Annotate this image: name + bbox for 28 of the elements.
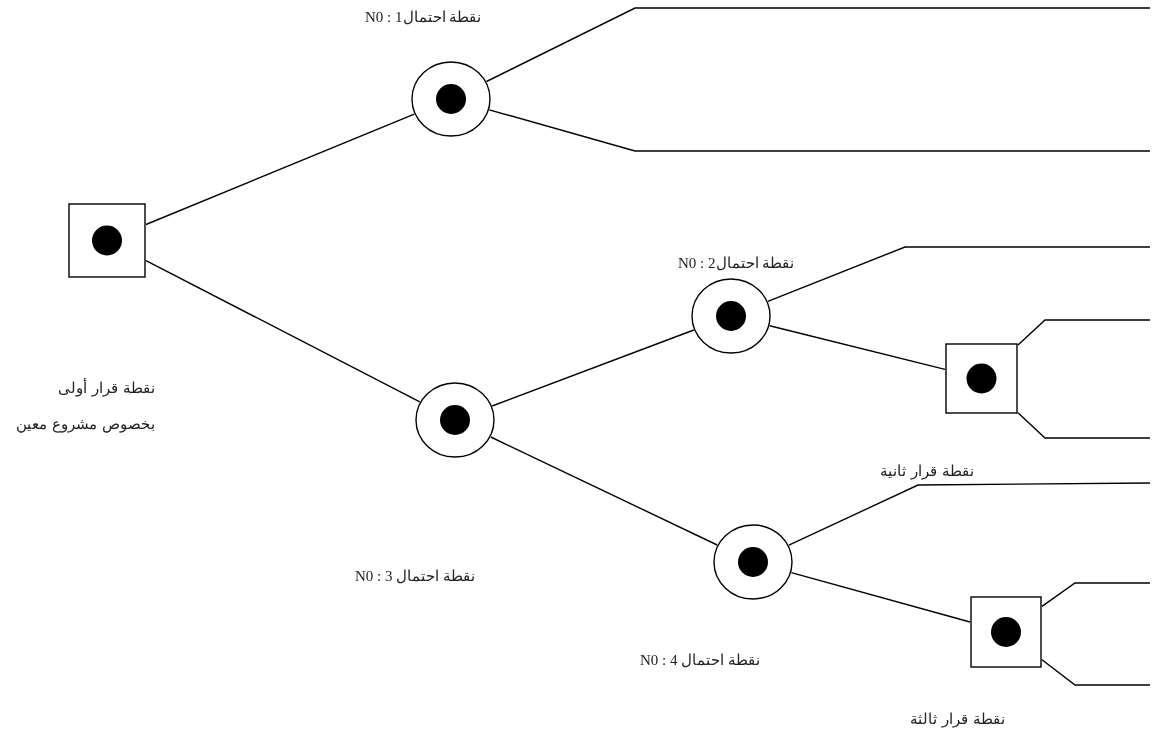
chance-node-label: N0 : 2نقطة احتمال <box>678 254 795 272</box>
branch-line <box>767 246 1151 303</box>
branch-line <box>485 7 1151 83</box>
node-label: نقطة قرار ثانية <box>880 462 974 480</box>
chance-node <box>411 61 491 137</box>
node-label: نقطة قرار أولى بخصوص مشروع معين <box>15 377 155 435</box>
node-label: N0 : 3 نقطة احتمال <box>355 567 475 585</box>
chance-node <box>691 278 771 354</box>
decision-node-label: نقطة قرار ثالثة <box>910 710 1005 728</box>
branch-line <box>788 482 1151 546</box>
branch-line <box>1041 659 1151 686</box>
branch-line <box>1017 319 1151 346</box>
chance-node-label: N0 : 4 نقطة احتمال <box>640 651 760 669</box>
chance-node-label: N0 : 1نقطة احتمال <box>365 8 482 26</box>
branch-line <box>145 113 415 226</box>
branch-line <box>490 436 718 546</box>
decision-node <box>68 203 146 278</box>
chance-node <box>415 382 495 458</box>
branch-line <box>790 571 971 623</box>
branch-line <box>769 325 946 371</box>
decision-node <box>970 596 1042 668</box>
branch-line <box>491 329 695 407</box>
branch-line <box>1041 582 1151 608</box>
decision-node <box>945 343 1018 414</box>
branch-line <box>1017 412 1151 439</box>
branch-line <box>488 109 1151 152</box>
branch-line <box>145 259 421 403</box>
chance-node <box>713 524 793 600</box>
